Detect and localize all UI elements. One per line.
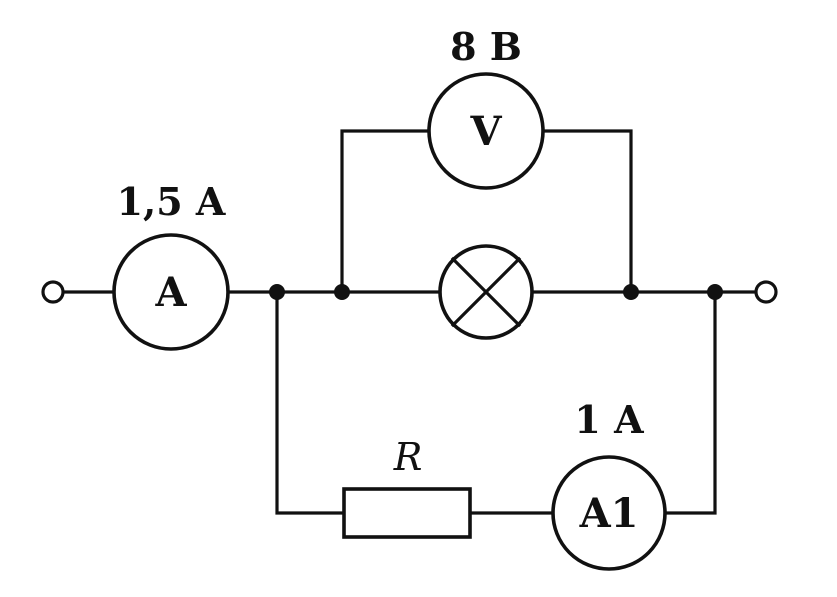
voltmeter-symbol: V	[469, 108, 502, 155]
ammeter-main: A	[112, 233, 230, 351]
wire-voltmeter-left	[340, 129, 430, 294]
junction-node-right	[707, 284, 723, 300]
junction-node-voltmeter-left	[334, 284, 350, 300]
ammeter-main-symbol: A	[154, 269, 187, 316]
lamp	[438, 244, 534, 340]
voltmeter-reading: 8 B	[450, 24, 522, 69]
ammeter-branch-symbol: A1	[579, 490, 639, 537]
voltmeter-circle	[427, 72, 545, 190]
ammeter-main-circle	[112, 233, 230, 351]
ammeter-branch-reading: 1 A	[574, 397, 644, 442]
junction-node-voltmeter-right	[623, 284, 639, 300]
wire-voltmeter-right	[542, 129, 633, 294]
junction-node-left	[269, 284, 285, 300]
lamp-cross-line-2	[450, 256, 522, 328]
ammeter-branch-circle	[551, 455, 667, 571]
input-terminal	[41, 280, 65, 304]
resistor	[342, 487, 472, 539]
ammeter-branch: A1	[551, 455, 667, 571]
resistor-label: R	[393, 435, 423, 479]
voltmeter: V	[427, 72, 545, 190]
wire-lower-right	[663, 290, 717, 515]
output-terminal	[754, 280, 778, 304]
wire-lower-left	[275, 290, 346, 515]
ammeter-main-reading: 1,5 A	[117, 179, 226, 224]
